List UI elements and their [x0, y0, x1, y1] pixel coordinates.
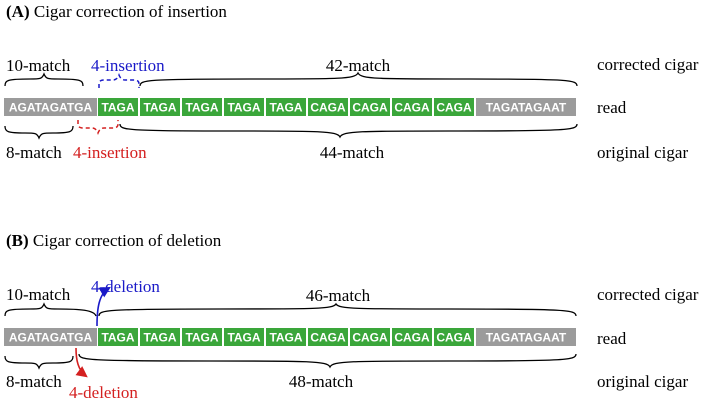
- panel-a-original-brace-left: [4, 125, 74, 140]
- panel-b-row-label-corrected: corrected cigar: [597, 285, 699, 304]
- panel-b-segment-8-text: CAGA: [394, 331, 430, 345]
- panel-b-original-brace-left: [4, 355, 74, 370]
- panel-a-segment-2-text: TAGA: [143, 101, 176, 115]
- panel-a-original-brace-right: [119, 123, 578, 139]
- panel-b-title-text: Cigar correction of deletion: [33, 231, 222, 250]
- panel-b-segment-10: [476, 328, 576, 346]
- panel-b-segment-3: [182, 328, 222, 346]
- panel-a-segment-7: [350, 98, 390, 116]
- panel-a-segment-5-text: TAGA: [269, 101, 302, 115]
- panel-a-segment-2: [140, 98, 180, 116]
- panel-a-row-label-read: read: [597, 98, 627, 117]
- panel-a-segment-6-text: CAGA: [310, 101, 346, 115]
- panel-b-row-label-read: read: [597, 329, 627, 348]
- panel-a-segment-9-text: CAGA: [436, 101, 472, 115]
- panel-a-segment-4-text: TAGA: [227, 101, 260, 115]
- panel-b-original-brace-right: [78, 353, 577, 369]
- panel-b-corrected-deletion: 4-deletion: [91, 277, 160, 296]
- panel-b-segment-4-text: TAGA: [227, 331, 260, 345]
- panel-a-original-insertion-bracket: [77, 120, 119, 136]
- panel-a-read: AGATAGATGA TAGA TAGA TAGA TAGA TAGA CAGA…: [4, 98, 576, 116]
- panel-b-read: AGATAGATGA TAGA TAGA TAGA TAGA TAGA CAGA…: [4, 328, 576, 346]
- panel-b-segment-10-text: TAGATAGAAT: [486, 331, 567, 345]
- panel-a-segment-10: [476, 98, 576, 116]
- panel-b-segment-7: [350, 328, 390, 346]
- panel-b-title: (B) Cigar correction of deletion: [6, 231, 222, 250]
- panel-a-segment-9: [434, 98, 474, 116]
- panel-b-corrected-brace-right: [98, 302, 577, 317]
- panel-b-letter: (B): [6, 231, 29, 250]
- panel-a-row-label-corrected: corrected cigar: [597, 55, 699, 74]
- panel-a-original-insertion: 4-insertion: [73, 143, 147, 162]
- panel-b-original-match-left: 8-match: [6, 372, 62, 391]
- panel-b-segment-0: [4, 328, 97, 346]
- panel-b-segment-9-text: CAGA: [436, 331, 472, 345]
- panel-b-corrected-deletion-arrow: [96, 286, 111, 327]
- panel-b-segment-6-text: CAGA: [310, 331, 346, 345]
- panel-b-original-deletion: 4-deletion: [69, 383, 138, 401]
- panel-b-corrected-brace-left: [4, 302, 97, 317]
- panel-a-segment-6: [308, 98, 348, 116]
- panel-a-segment-0: [4, 98, 97, 116]
- panel-b-original-match-right: 48-match: [289, 372, 354, 391]
- panel-a-segment-3-text: TAGA: [185, 101, 218, 115]
- panel-a-row-label-original: original cigar: [597, 143, 688, 162]
- panel-b-segment-7-text: CAGA: [352, 331, 388, 345]
- panel-b-segment-9: [434, 328, 474, 346]
- panel-b-segment-8: [392, 328, 432, 346]
- panel-a-segment-8-text: CAGA: [394, 101, 430, 115]
- panel-a-segment-7-text: CAGA: [352, 101, 388, 115]
- panel-a-segment-5: [266, 98, 306, 116]
- panel-a-corrected-match-right: 42-match: [326, 56, 391, 75]
- panel-a-segment-8: [392, 98, 432, 116]
- panel-b-segment-1-text: TAGA: [101, 331, 134, 345]
- panel-a: (A) Cigar correction of insertion 10-mat…: [4, 2, 699, 162]
- panel-b-segment-5-text: TAGA: [269, 331, 302, 345]
- panel-a-title: (A) Cigar correction of insertion: [6, 2, 227, 21]
- panel-b-segment-2: [140, 328, 180, 346]
- panel-a-corrected-brace-left: [4, 72, 84, 87]
- panel-a-title-text: Cigar correction of insertion: [34, 2, 228, 21]
- panel-b-segment-4: [224, 328, 264, 346]
- panel-a-corrected-match-left: 10-match: [6, 56, 71, 75]
- panel-b-row-label-original: original cigar: [597, 372, 688, 391]
- panel-b-segment-0-text: AGATAGATGA: [9, 331, 93, 345]
- panel-a-segment-4: [224, 98, 264, 116]
- panel-a-segment-1-text: TAGA: [101, 101, 134, 115]
- panel-b-corrected-match-left: 10-match: [6, 285, 71, 304]
- panel-a-segment-0-text: AGATAGATGA: [9, 101, 93, 115]
- panel-b-original-deletion-arrow: [75, 347, 88, 378]
- panel-b-corrected-match-right: 46-match: [306, 286, 371, 305]
- panel-a-segment-10-text: TAGATAGAAT: [486, 101, 567, 115]
- panel-b-segment-3-text: TAGA: [185, 331, 218, 345]
- panel-a-corrected-insertion-bracket: [98, 72, 140, 88]
- panel-a-original-match-left: 8-match: [6, 143, 62, 162]
- panel-a-original-match-right: 44-match: [320, 143, 385, 162]
- panel-b: (B) Cigar correction of deletion 10-matc…: [4, 231, 699, 401]
- panel-a-corrected-brace-right: [139, 71, 578, 87]
- panel-a-segment-3: [182, 98, 222, 116]
- panel-a-segment-1: [98, 98, 138, 116]
- panel-b-segment-6: [308, 328, 348, 346]
- panel-a-letter: (A): [6, 2, 30, 21]
- panel-b-segment-2-text: TAGA: [143, 331, 176, 345]
- panel-a-corrected-insertion: 4-insertion: [91, 56, 165, 75]
- panel-b-segment-1: [98, 328, 138, 346]
- panel-b-segment-5: [266, 328, 306, 346]
